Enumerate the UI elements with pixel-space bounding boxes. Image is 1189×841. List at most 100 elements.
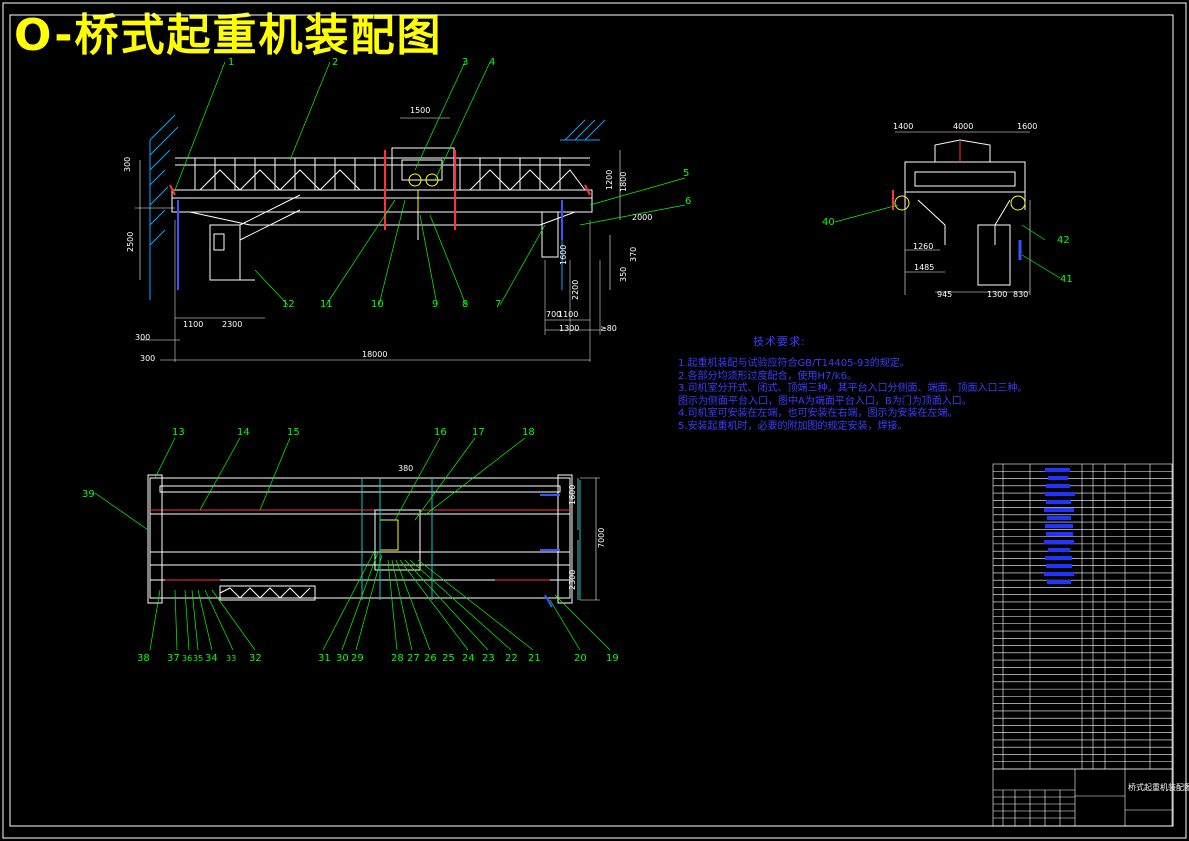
right-end-truck <box>557 474 573 604</box>
label-6: 6 <box>685 196 691 207</box>
label-39: 39 <box>82 489 95 500</box>
label-19: 19 <box>606 653 619 664</box>
drawing-name: 桥式起重机装配图 <box>1128 782 1189 792</box>
label-11: 11 <box>320 299 333 310</box>
top-frame <box>149 477 571 599</box>
dim-1500: 1500 <box>410 106 430 115</box>
left-wall <box>149 114 179 300</box>
dim-7000: 7000 <box>597 528 606 548</box>
operator-cab <box>209 224 241 281</box>
label-40: 40 <box>822 217 835 228</box>
top-trolley <box>374 509 421 571</box>
label-21: 21 <box>528 653 541 664</box>
dim-300-b: 300 <box>140 354 155 363</box>
title-block <box>992 768 1173 827</box>
tech-line-4: 图示为侧面平台入口，图中A为端面平台入口，B为门为顶面入口。 <box>678 395 972 407</box>
label-8: 8 <box>462 299 468 310</box>
label-29: 29 <box>351 653 364 664</box>
dim-1200: 1200 <box>605 170 614 190</box>
label-14: 14 <box>237 427 250 438</box>
label-34: 34 <box>205 653 218 664</box>
label-31: 31 <box>318 653 331 664</box>
dim-ge80: ≥80 <box>600 324 617 333</box>
tech-line-2: 2.各部分均须形过度配合，使用H7/k6。 <box>678 370 857 382</box>
drawing-title: O-桥式起重机装配图 <box>14 10 443 61</box>
side-view-labels: 40 42 41 <box>822 217 1073 285</box>
label-16: 16 <box>434 427 447 438</box>
inner-border <box>9 14 1174 827</box>
tech-line-1: 1.起重机装配与试验应符合GB/T14405-93的规定。 <box>678 358 910 369</box>
side-girder <box>904 161 1026 193</box>
label-4: 4 <box>489 57 495 68</box>
label-1: 1 <box>228 57 234 68</box>
trolley <box>391 147 455 191</box>
front-view-leaders <box>174 61 686 306</box>
main-girder <box>171 189 593 213</box>
dim-1600-side: 1600 <box>1017 122 1037 131</box>
label-2: 2 <box>332 57 338 68</box>
dim-1400: 1400 <box>893 122 913 131</box>
top-view <box>147 474 600 608</box>
side-view <box>892 131 1031 295</box>
dim-4000: 4000 <box>953 122 973 131</box>
top-view-labels: 13 14 15 16 17 18 39 38 37 36 35 34 33 3… <box>82 427 619 664</box>
label-12: 12 <box>282 299 295 310</box>
side-view-leaders <box>834 204 1061 279</box>
side-view-dims: 1400 4000 1600 1260 1485 945 1300 830 <box>893 122 1037 299</box>
dim-300-a: 300 <box>135 333 150 342</box>
label-32: 32 <box>249 653 262 664</box>
label-7: 7 <box>495 299 501 310</box>
tech-requirements-heading: 技术要求: <box>753 335 806 348</box>
front-view <box>135 114 621 362</box>
label-9: 9 <box>432 299 438 310</box>
label-25: 25 <box>442 653 455 664</box>
dim-1485: 1485 <box>914 263 934 272</box>
dim-1600-top: 1600 <box>568 485 577 505</box>
dim-370: 370 <box>629 247 638 262</box>
top-view-leaders <box>94 437 611 651</box>
tech-line-5: 4.司机室可安装在左端，也可安装在右端，图示为安装在左端。 <box>678 408 958 419</box>
dim-300-left: 300 <box>123 157 132 172</box>
tech-requirements: 1.起重机装配与试验应符合GB/T14405-93的规定。 2.各部分均须形过度… <box>678 358 1028 433</box>
label-23: 23 <box>482 653 495 664</box>
dim-945: 945 <box>937 290 952 299</box>
label-27: 27 <box>407 653 420 664</box>
dim-2300-top: 2300 <box>568 570 577 590</box>
label-35: 35 <box>193 654 203 663</box>
dim-2500: 2500 <box>126 232 135 252</box>
label-20: 20 <box>574 653 587 664</box>
side-cab <box>977 224 1011 286</box>
dim-18000: 18000 <box>362 350 387 359</box>
label-18: 18 <box>522 427 535 438</box>
label-41: 41 <box>1060 274 1073 285</box>
top-view-dims: 380 1600 7000 2300 <box>398 464 606 590</box>
dim-1300-side: 1300 <box>987 290 1007 299</box>
front-view-dims: 300 2500 1500 1100 2300 300 300 18000 12… <box>123 106 652 363</box>
label-30: 30 <box>336 653 349 664</box>
label-15: 15 <box>287 427 300 438</box>
dim-350: 350 <box>619 267 628 282</box>
dim-1100-right: 1100 <box>558 310 578 319</box>
label-28: 28 <box>391 653 404 664</box>
dim-2200: 2200 <box>571 280 580 300</box>
label-13: 13 <box>172 427 185 438</box>
dim-1300: 1300 <box>559 324 579 333</box>
label-17: 17 <box>472 427 485 438</box>
dim-380: 380 <box>398 464 413 473</box>
label-42: 42 <box>1057 235 1070 246</box>
label-37: 37 <box>167 653 180 664</box>
dim-1800: 1800 <box>619 172 628 192</box>
tech-line-6: 5.安装起重机时，必要的附加图的规定安装，焊接。 <box>678 420 908 432</box>
label-38: 38 <box>137 653 150 664</box>
label-5: 5 <box>683 168 689 179</box>
trolley-roof <box>934 139 991 162</box>
front-view-labels: 1 2 3 4 5 6 7 8 9 10 11 12 <box>228 57 691 310</box>
dim-1600: 1600 <box>559 245 568 265</box>
label-26: 26 <box>424 653 437 664</box>
dim-1100-left: 1100 <box>183 320 203 329</box>
label-24: 24 <box>462 653 475 664</box>
label-33: 33 <box>226 654 236 663</box>
